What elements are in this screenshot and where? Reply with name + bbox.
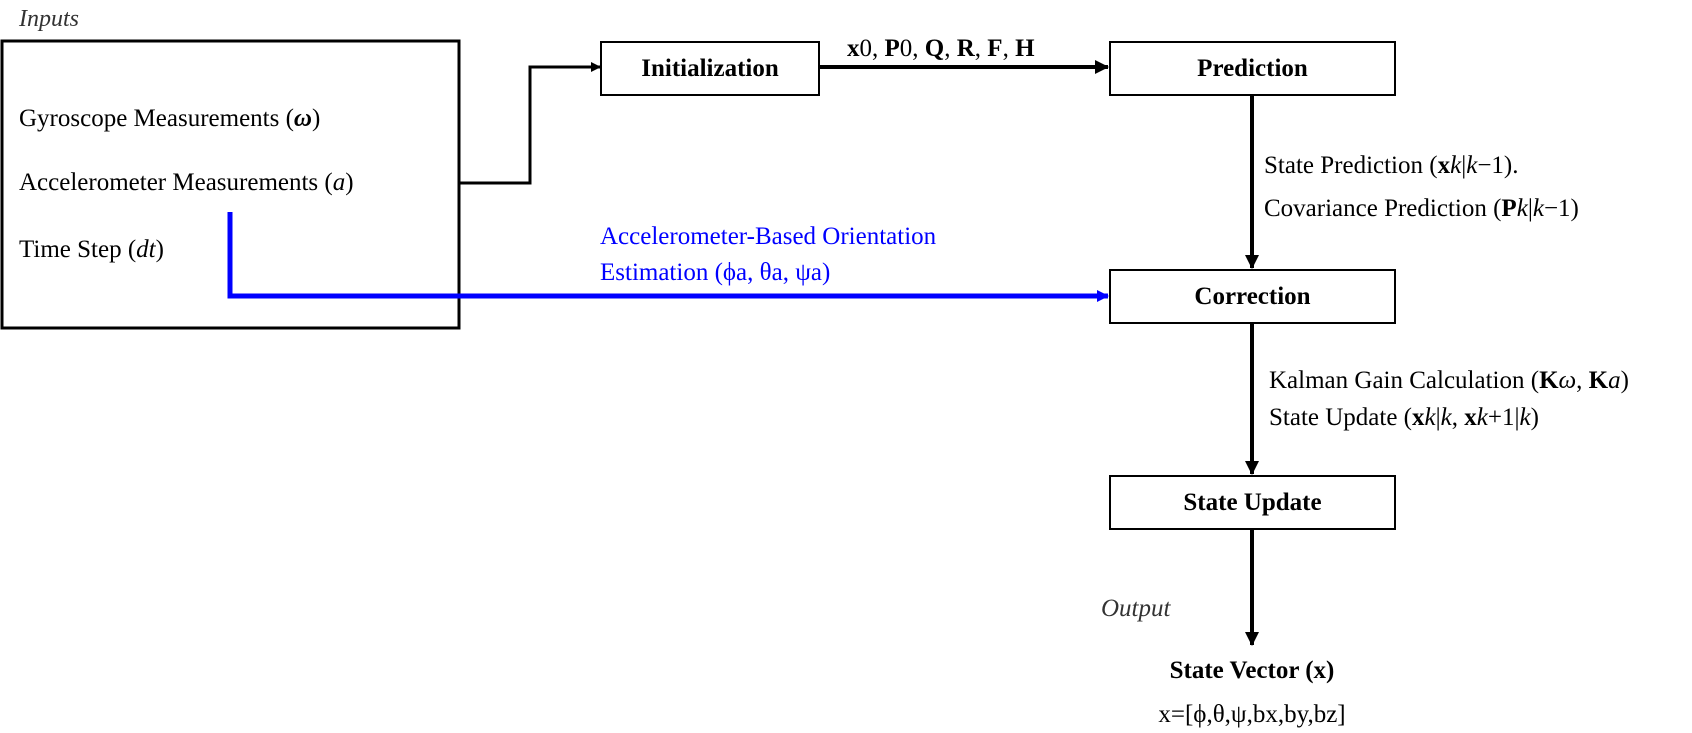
- covariance-prediction-label: Covariance Prediction (Pk|k−1): [1264, 194, 1579, 224]
- gyro-text: Gyroscope Measurements (: [19, 105, 294, 132]
- cp-k2: k: [1532, 195, 1544, 222]
- cp-tail: −1): [1543, 195, 1579, 222]
- state-update-label: State Update (xk|k, xk+1|k): [1269, 403, 1539, 433]
- su-plus: +1|: [1487, 404, 1520, 431]
- timestep-close: ): [155, 236, 164, 263]
- accel-orientation-label-line2: Estimation (ϕa, θa, ψa): [600, 259, 831, 286]
- accel-close: ): [345, 169, 354, 196]
- param-sep3: ,: [1002, 35, 1016, 62]
- sp-x: x: [1437, 152, 1451, 179]
- accel-orientation-label-line1: Accelerometer-Based Orientation: [600, 223, 937, 250]
- param-q: Q: [924, 35, 945, 62]
- state-vector-formula: x=[ϕ,θ,ψ,bx,by,bz]: [1158, 701, 1346, 728]
- output-section-label: Output: [1101, 595, 1171, 622]
- inputs-section-label: Inputs: [19, 6, 79, 32]
- su-x2: x: [1464, 404, 1477, 431]
- accel-symbol: a: [332, 169, 346, 196]
- su-bar: |: [1435, 404, 1441, 431]
- param-h: H: [1015, 35, 1035, 62]
- su-k4: k: [1519, 404, 1531, 431]
- sp-text: State Prediction (: [1264, 152, 1438, 179]
- su-x1: x: [1412, 404, 1425, 431]
- cp-bar: |: [1527, 195, 1533, 222]
- sp-tail: −1).: [1477, 152, 1519, 179]
- kalman-gain-label: Kalman Gain Calculation (Kω, Ka): [1269, 366, 1629, 396]
- cp-text: Covariance Prediction (: [1264, 195, 1502, 222]
- su-close: ): [1530, 404, 1539, 431]
- gyro-symbol: ω: [293, 105, 313, 132]
- accel-input-label: Accelerometer Measurements (a): [19, 168, 354, 198]
- accel-text: Accelerometer Measurements (: [19, 169, 333, 196]
- param-f: F: [987, 35, 1003, 62]
- timestep-text: Time Step (: [19, 236, 137, 263]
- kg-k1: K: [1539, 367, 1559, 394]
- param-r: R: [956, 35, 975, 62]
- cp-p: P: [1501, 195, 1517, 222]
- state-vector-title: State Vector (x): [1169, 657, 1335, 684]
- gyro-input-label: Gyroscope Measurements (ω): [19, 104, 320, 134]
- param-sep2: ,: [974, 35, 988, 62]
- initial-params-label: x0, P0, Q, R, F, H: [847, 34, 1035, 64]
- su-k3: k: [1476, 404, 1488, 431]
- kg-omega: ω: [1558, 367, 1577, 394]
- correction-node: Correction: [1109, 269, 1396, 324]
- kg-a: a: [1608, 367, 1621, 394]
- state-update-node: State Update: [1109, 475, 1396, 530]
- accel-orientation-arrow: [227, 212, 1109, 302]
- sp-k1: k: [1450, 152, 1462, 179]
- su-sep: ,: [1451, 404, 1465, 431]
- sp-k2: k: [1466, 152, 1478, 179]
- inputs-to-initialization-arrow: [459, 62, 601, 185]
- initialization-node: Initialization: [600, 41, 820, 96]
- kg-sep: ,: [1576, 367, 1589, 394]
- param-sep1: ,: [944, 35, 957, 62]
- kg-k2: K: [1588, 367, 1609, 394]
- kg-text: Kalman Gain Calculation (: [1269, 367, 1540, 394]
- su-k2: k: [1440, 404, 1452, 431]
- prediction-node: Prediction: [1109, 41, 1396, 96]
- gyro-close: ): [312, 105, 321, 132]
- param-x: x: [847, 35, 860, 62]
- timestep-symbol: dt: [136, 236, 156, 263]
- state-prediction-label: State Prediction (xk|k−1).: [1264, 151, 1519, 181]
- su-text: State Update (: [1269, 404, 1413, 431]
- param-p-sub: 0,: [899, 35, 925, 62]
- param-x-sub: 0,: [859, 35, 885, 62]
- timestep-input-label: Time Step (dt): [19, 235, 164, 265]
- su-k1: k: [1424, 404, 1436, 431]
- cp-k1: k: [1516, 195, 1528, 222]
- param-p: P: [884, 35, 900, 62]
- sp-bar: |: [1461, 152, 1467, 179]
- kg-close: ): [1620, 367, 1629, 394]
